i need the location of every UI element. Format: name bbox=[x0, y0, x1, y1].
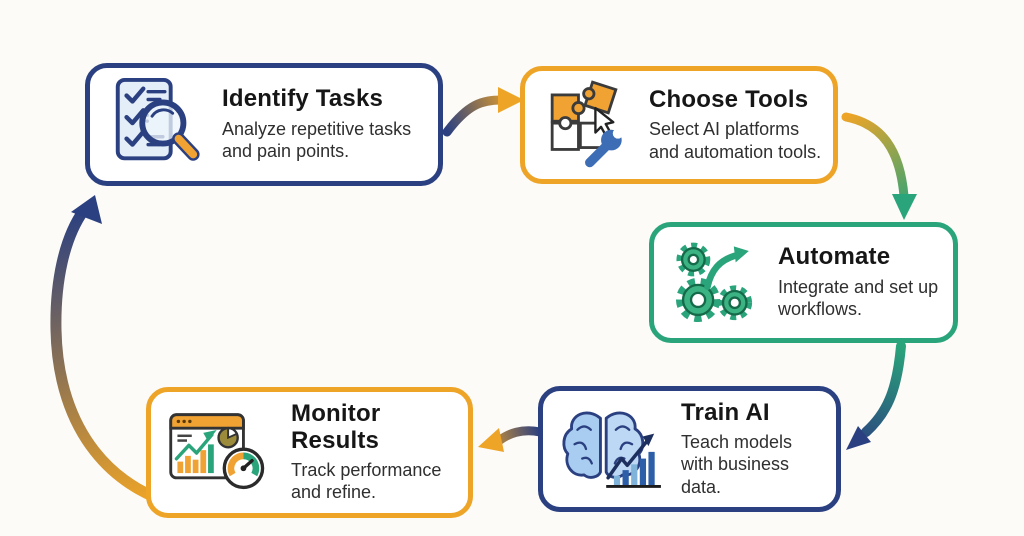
step-text: Train AI Teach models with business data… bbox=[681, 398, 826, 499]
step-text: Monitor Results Track performance and re… bbox=[291, 400, 458, 504]
arrow-automate-to-train bbox=[846, 341, 906, 450]
puzzle-cursor-wrench-icon bbox=[539, 78, 633, 172]
arrow-identify-to-choose bbox=[442, 87, 524, 137]
step-description: Integrate and set up workflows. bbox=[778, 276, 939, 320]
step-title: Train AI bbox=[681, 398, 770, 426]
step-description: Select AI platforms and automation tools… bbox=[649, 119, 822, 162]
step-title: Monitor Results bbox=[291, 400, 381, 454]
step-description: Teach models with business data. bbox=[681, 431, 793, 497]
step-title: Identify Tasks bbox=[222, 85, 384, 113]
step-automate: Automate Integrate and set up workflows. bbox=[649, 222, 958, 343]
step-text: Identify Tasks Analyze repetitive tasks … bbox=[222, 85, 428, 162]
step-choose-tools: Choose Tools Select AI platforms and aut… bbox=[520, 66, 838, 184]
step-monitor-results: Monitor Results Track performance and re… bbox=[146, 387, 473, 518]
checklist-magnifier-icon bbox=[104, 76, 206, 174]
arrow-choose-to-automate bbox=[841, 112, 917, 220]
step-title: Automate bbox=[778, 243, 891, 271]
gears-arrow-icon bbox=[668, 236, 762, 330]
step-identify-tasks: Identify Tasks Analyze repetitive tasks … bbox=[85, 63, 443, 186]
step-description: Analyze repetitive tasks and pain points… bbox=[222, 118, 412, 162]
step-train-ai: Train AI Teach models with business data… bbox=[538, 386, 841, 512]
step-text: Automate Integrate and set up workflows. bbox=[778, 243, 943, 320]
arrow-train-to-monitor bbox=[478, 426, 545, 452]
step-text: Choose Tools Select AI platforms and aut… bbox=[649, 85, 823, 163]
dashboard-gauge-icon bbox=[165, 405, 275, 501]
brain-growth-chart-icon bbox=[557, 401, 665, 497]
arrow-monitor-to-identify bbox=[50, 195, 198, 514]
step-description: Track performance and refine. bbox=[291, 459, 442, 503]
step-title: Choose Tools bbox=[649, 85, 809, 113]
